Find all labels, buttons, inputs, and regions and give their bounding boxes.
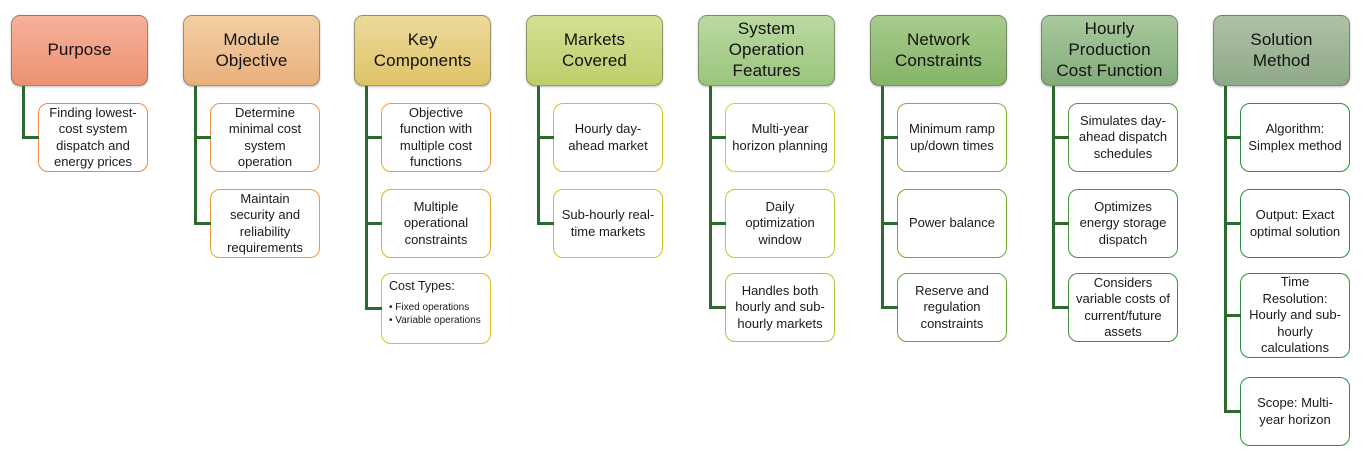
detail-box-solution-method-1[interactable]: Algorithm: Simplex method: [1240, 103, 1350, 172]
detail-text: Handles both hourly and sub-hourly marke…: [735, 282, 825, 331]
connector-trunk: [365, 86, 368, 310]
connector-stub: [1224, 410, 1241, 413]
connector-stub: [1052, 306, 1069, 309]
connector-stub: [537, 136, 554, 139]
detail-box-solution-method-2[interactable]: Output: Exact optimal solution: [1240, 189, 1350, 258]
column-header-markets-covered[interactable]: Markets Covered: [526, 15, 663, 86]
detail-box-system-operation-features-2[interactable]: Daily optimization window: [725, 189, 835, 258]
column-header-hourly-production-cost-function[interactable]: Hourly Production Cost Function: [1041, 15, 1178, 86]
detail-box-hourly-production-cost-function-3[interactable]: Considers variable costs of current/futu…: [1068, 273, 1178, 342]
connector-stub: [1224, 314, 1241, 317]
detail-text: Hourly day-ahead market: [568, 121, 648, 153]
connector-trunk: [709, 86, 712, 309]
connector-stub: [22, 136, 39, 139]
detail-text: Considers variable costs of current/futu…: [1076, 274, 1170, 340]
detail-text: Determine minimal cost system operation: [228, 104, 302, 170]
bullet-text: Variable operations: [395, 314, 481, 326]
column-title: Markets Covered: [562, 29, 627, 70]
detail-text: Scope: Multi-year horizon: [1257, 395, 1333, 427]
list-bullet-item: • Variable operations: [389, 314, 481, 327]
bullet-glyph: •: [389, 301, 396, 313]
detail-box-hourly-production-cost-function-1[interactable]: Simulates day-ahead dispatch schedules: [1068, 103, 1178, 172]
column-title: Hourly Production Cost Function: [1056, 19, 1163, 80]
detail-text: Multiple operational constraints: [403, 198, 469, 247]
detail-box-markets-covered-2[interactable]: Sub-hourly real-time markets: [553, 189, 663, 258]
column-title: System Operation Features: [728, 19, 805, 80]
detail-text: Finding lowest-cost system dispatch and …: [49, 104, 137, 170]
detail-box-system-operation-features-1[interactable]: Multi-year horizon planning: [725, 103, 835, 172]
detail-box-solution-method-3[interactable]: Time Resolution: Hourly and sub-hourly c…: [1240, 273, 1350, 358]
connector-trunk: [881, 86, 884, 309]
detail-text: Objective function with multiple cost fu…: [399, 104, 473, 170]
detail-text: Multi-year horizon planning: [732, 121, 828, 153]
detail-text: Sub-hourly real-time markets: [561, 207, 655, 239]
connector-trunk: [1052, 86, 1055, 309]
detail-box-network-constraints-3[interactable]: Reserve and regulation constraints: [897, 273, 1007, 342]
detail-text: Reserve and regulation constraints: [915, 282, 989, 331]
detail-text: Power balance: [909, 215, 995, 231]
connector-stub: [365, 136, 382, 139]
connector-stub: [194, 222, 211, 225]
connector-trunk: [22, 86, 25, 139]
column-header-network-constraints[interactable]: Network Constraints: [870, 15, 1007, 86]
detail-box-system-operation-features-3[interactable]: Handles both hourly and sub-hourly marke…: [725, 273, 835, 342]
bullet-glyph: •: [389, 314, 396, 326]
connector-stub: [881, 136, 898, 139]
column-title: Purpose: [47, 40, 112, 60]
detail-text: Simulates day-ahead dispatch schedules: [1078, 112, 1168, 161]
detail-box-module-objective-2[interactable]: Maintain security and reliability requir…: [210, 189, 320, 258]
connector-trunk: [1224, 86, 1227, 413]
detail-box-key-components-1[interactable]: Objective function with multiple cost fu…: [381, 103, 491, 172]
column-title: Solution Method: [1250, 29, 1313, 70]
detail-box-hourly-production-cost-function-2[interactable]: Optimizes energy storage dispatch: [1068, 189, 1178, 258]
detail-text: Output: Exact optimal solution: [1249, 207, 1341, 239]
connector-stub: [365, 307, 382, 310]
detail-text: Minimum ramp up/down times: [909, 121, 995, 153]
column-header-key-components[interactable]: Key Components: [354, 15, 491, 86]
list-bullet-item: • Fixed operations: [389, 301, 469, 314]
connector-stub: [1224, 136, 1241, 139]
connector-stub: [194, 136, 211, 139]
connector-stub: [1224, 222, 1241, 225]
detail-box-markets-covered-1[interactable]: Hourly day-ahead market: [553, 103, 663, 172]
detail-box-key-components-2[interactable]: Multiple operational constraints: [381, 189, 491, 258]
detail-text: Optimizes energy storage dispatch: [1079, 198, 1167, 247]
column-header-system-operation-features[interactable]: System Operation Features: [698, 15, 835, 86]
connector-stub: [1052, 222, 1069, 225]
connector-trunk: [537, 86, 540, 225]
connector-stub: [709, 222, 726, 225]
detail-text: Algorithm: Simplex method: [1248, 121, 1342, 153]
detail-box-network-constraints-1[interactable]: Minimum ramp up/down times: [897, 103, 1007, 172]
column-title: Key Components: [373, 29, 472, 70]
connector-stub: [881, 222, 898, 225]
detail-text: Daily optimization window: [745, 198, 815, 247]
connector-stub: [709, 306, 726, 309]
detail-box-key-components-3[interactable]: Cost Types: • Fixed operations• Variable …: [381, 273, 491, 344]
column-header-solution-method[interactable]: Solution Method: [1213, 15, 1350, 86]
detail-box-network-constraints-2[interactable]: Power balance: [897, 189, 1007, 258]
column-header-purpose[interactable]: Purpose: [11, 15, 148, 86]
detail-box-solution-method-4[interactable]: Scope: Multi-year horizon: [1240, 377, 1350, 446]
column-title: Module Objective: [215, 29, 288, 70]
detail-text: Time Resolution: Hourly and sub-hourly c…: [1249, 274, 1341, 356]
detail-box-purpose-1[interactable]: Finding lowest-cost system dispatch and …: [38, 103, 148, 172]
connector-stub: [1052, 136, 1069, 139]
connector-trunk: [194, 86, 197, 225]
connector-stub: [537, 222, 554, 225]
column-title: Network Constraints: [894, 29, 983, 70]
list-title: Cost Types:: [389, 279, 455, 293]
column-header-module-objective[interactable]: Module Objective: [183, 15, 320, 86]
connector-stub: [881, 306, 898, 309]
detail-box-module-objective-1[interactable]: Determine minimal cost system operation: [210, 103, 320, 172]
connector-stub: [709, 136, 726, 139]
detail-text: Maintain security and reliability requir…: [227, 190, 303, 256]
connector-stub: [365, 222, 382, 225]
bullet-text: Fixed operations: [395, 301, 470, 313]
